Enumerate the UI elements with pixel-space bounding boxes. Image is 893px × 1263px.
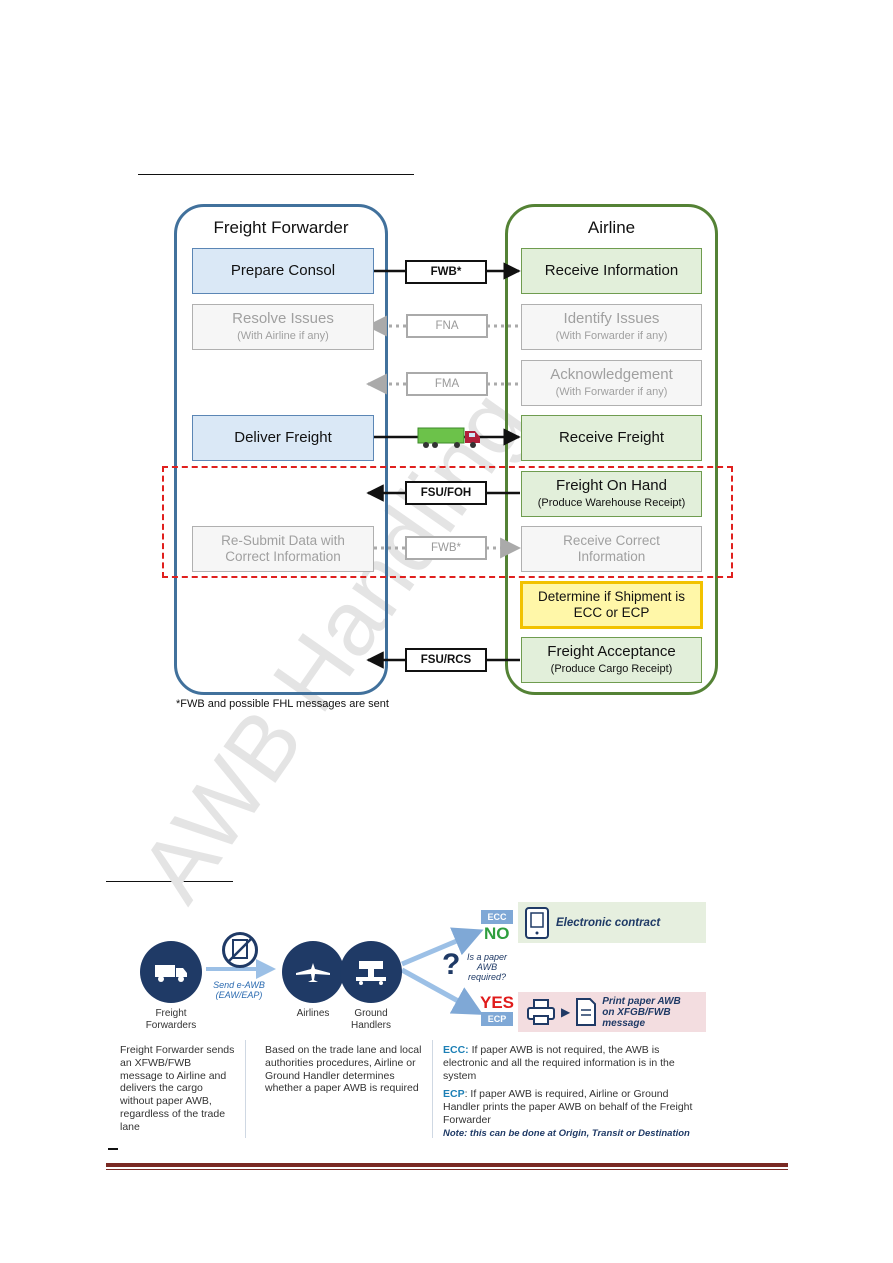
no-label: NO bbox=[484, 924, 510, 943]
exception-region bbox=[162, 466, 733, 578]
forwarder-description: Freight Forwarder sends an XFWB/FWB mess… bbox=[120, 1044, 235, 1133]
label-airlines: Airlines bbox=[296, 1008, 330, 1019]
step-resubmit-data: Re-Submit Data with Correct Information bbox=[192, 526, 374, 572]
ecp-badge: ECP bbox=[481, 1012, 513, 1026]
step-freight-on-hand: Freight On Hand (Produce Warehouse Recei… bbox=[521, 471, 702, 517]
truck-icon bbox=[417, 427, 480, 448]
step-identify-issues: Identify Issues (With Forwarder if any) bbox=[521, 304, 702, 350]
ecp-term: ECP bbox=[443, 1088, 465, 1100]
loader-icon bbox=[356, 961, 386, 985]
ecp-description: ECP: If paper AWB is required, Airline o… bbox=[443, 1088, 693, 1126]
ecc-badge: ECC bbox=[481, 910, 513, 924]
footnote: *FWB and possible FHL messages are sent bbox=[176, 698, 389, 710]
no-paper-icon bbox=[222, 932, 258, 968]
message-fma: FMA bbox=[406, 372, 488, 396]
flow-connectors bbox=[206, 927, 484, 1015]
message-fsu-rcs: FSU/RCS bbox=[405, 648, 487, 672]
message-fsu-foh: FSU/FOH bbox=[405, 481, 487, 505]
step-resolve-issues: Resolve Issues (With Airline if any) bbox=[192, 304, 374, 350]
question-mark-icon: ? bbox=[442, 948, 461, 981]
truck-icon bbox=[155, 965, 187, 982]
chevron-right-icon: ▶ bbox=[561, 1005, 571, 1019]
step-deliver-freight: Deliver Freight bbox=[192, 415, 374, 461]
step-determine-ecc-ecp: Determine if Shipment is ECC or ECP bbox=[520, 581, 703, 629]
electronic-contract-label: Electronic contract bbox=[556, 916, 661, 929]
message-fwb-resubmit: FWB* bbox=[405, 536, 487, 560]
send-e-awb-label: Send e-AWB (EAW/EAP) bbox=[213, 980, 265, 1000]
step-receive-freight: Receive Freight bbox=[521, 415, 702, 461]
printer-icon bbox=[527, 999, 555, 1025]
lane-title-airline: Airline bbox=[587, 218, 636, 237]
freight-forwarders-node bbox=[140, 941, 202, 1003]
branch-arrow-no bbox=[401, 927, 484, 967]
label-freight-forwarders: Freight Forwarders bbox=[145, 1008, 197, 1031]
step-receive-correct-information: Receive Correct Information bbox=[521, 526, 702, 572]
message-fwb: FWB* bbox=[405, 260, 487, 284]
document-icon bbox=[576, 998, 597, 1026]
electronic-contract-panel: Electronic contract bbox=[518, 902, 706, 943]
location-note: Note: this can be done at Origin, Transi… bbox=[443, 1128, 690, 1139]
tablet-icon bbox=[525, 906, 549, 939]
step-receive-information: Receive Information bbox=[521, 248, 702, 294]
flow-arrows bbox=[365, 262, 522, 669]
branch-arrow-yes bbox=[400, 967, 484, 1015]
lane-airline bbox=[505, 204, 718, 695]
step-acknowledgement: Acknowledgement (With Forwarder if any) bbox=[521, 360, 702, 406]
column-separator-1 bbox=[245, 1040, 246, 1138]
label-ground-handlers: Ground Handlers bbox=[350, 1008, 392, 1031]
print-awb-panel: ▶ Print paper AWB on XFGB/FWB message bbox=[518, 992, 706, 1032]
yes-label: YES bbox=[480, 993, 515, 1012]
ecc-term: ECC: bbox=[443, 1044, 469, 1056]
airplane-icon bbox=[296, 963, 330, 982]
footer-rule bbox=[106, 1163, 788, 1167]
lane-freight-forwarder bbox=[174, 204, 388, 695]
footer-tick bbox=[108, 1148, 118, 1150]
step-freight-acceptance: Freight Acceptance (Produce Cargo Receip… bbox=[521, 637, 702, 683]
ground-handlers-node bbox=[340, 941, 402, 1003]
step-prepare-consol: Prepare Consol bbox=[192, 248, 374, 294]
column-separator-2 bbox=[432, 1040, 433, 1138]
section-underline bbox=[106, 881, 233, 882]
heading-underline bbox=[138, 174, 414, 175]
airlines-node bbox=[282, 941, 344, 1003]
ecc-description: ECC: If paper AWB is not required, the A… bbox=[443, 1044, 675, 1082]
print-awb-label: Print paper AWB on XFGB/FWB message bbox=[602, 995, 681, 1029]
footer-rule-thin bbox=[106, 1169, 788, 1170]
airline-description: Based on the trade lane and local author… bbox=[265, 1044, 422, 1095]
lane-title-forwarder: Freight Forwarder bbox=[213, 218, 349, 237]
paper-awb-question: Is a paper AWB required? bbox=[466, 952, 508, 982]
message-fna: FNA bbox=[406, 314, 488, 338]
